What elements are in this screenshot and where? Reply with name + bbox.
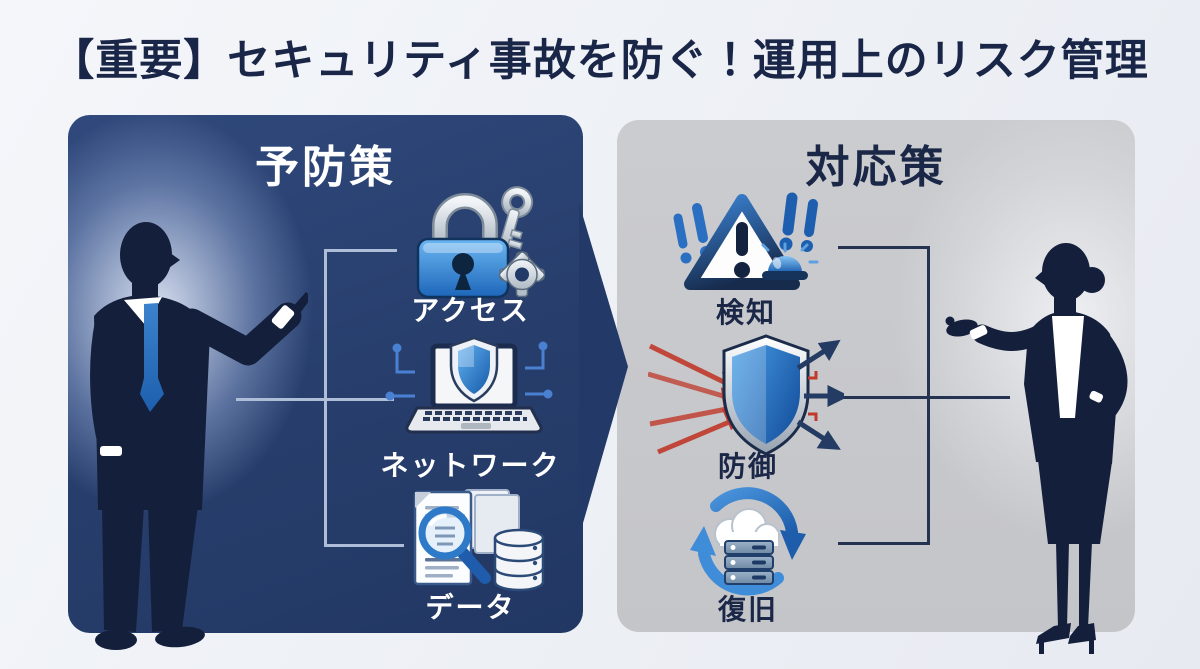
cloud-server-recovery-icon <box>690 487 806 596</box>
response-item-recovery-label: 復旧 <box>717 594 778 625</box>
prevention-connector-bottom <box>324 544 404 547</box>
businessman-silhouette <box>90 222 308 650</box>
response-item-detection-label: 検知 <box>715 297 776 328</box>
response-header: 対応策 <box>805 143 947 192</box>
alert-triangle-siren-icon <box>673 192 819 290</box>
prevention-item-network-label: ネットワーク <box>380 450 561 481</box>
laptop-shield-icon <box>385 336 553 434</box>
response-connector-top <box>838 246 930 249</box>
circuit-lines-icon <box>385 341 553 401</box>
gear-icon <box>498 251 546 298</box>
deflection-marks-icon <box>808 371 818 421</box>
page-title: 【重要】セキュリティ事故を防ぐ！運用上のリスク管理 <box>51 37 1149 85</box>
prevention-connector-middle <box>236 398 394 401</box>
key-icon <box>499 186 534 250</box>
shield-attack-arrows-icon <box>648 334 844 456</box>
database-icon <box>493 528 545 592</box>
response-connector-middle <box>838 396 1010 399</box>
lock-key-gear-icon <box>416 186 546 299</box>
response-connector-bottom <box>838 542 930 545</box>
deflected-arrows-icon <box>796 339 844 450</box>
prevention-header: 予防策 <box>255 143 396 192</box>
response-item-defense-label: 防御 <box>717 451 778 482</box>
server-icon <box>724 540 774 585</box>
prevention-item-data-label: データ <box>425 592 516 623</box>
siren-icon <box>761 242 819 280</box>
cloud-icon <box>714 508 780 550</box>
businesswoman-silhouette <box>945 243 1128 654</box>
prevention-connector-top <box>324 249 397 252</box>
prevention-item-access-label: アクセス <box>411 295 530 326</box>
exclamation-marks-left-icon <box>673 203 712 264</box>
document-search-database-icon <box>413 489 545 592</box>
magnifier-icon <box>418 506 491 584</box>
